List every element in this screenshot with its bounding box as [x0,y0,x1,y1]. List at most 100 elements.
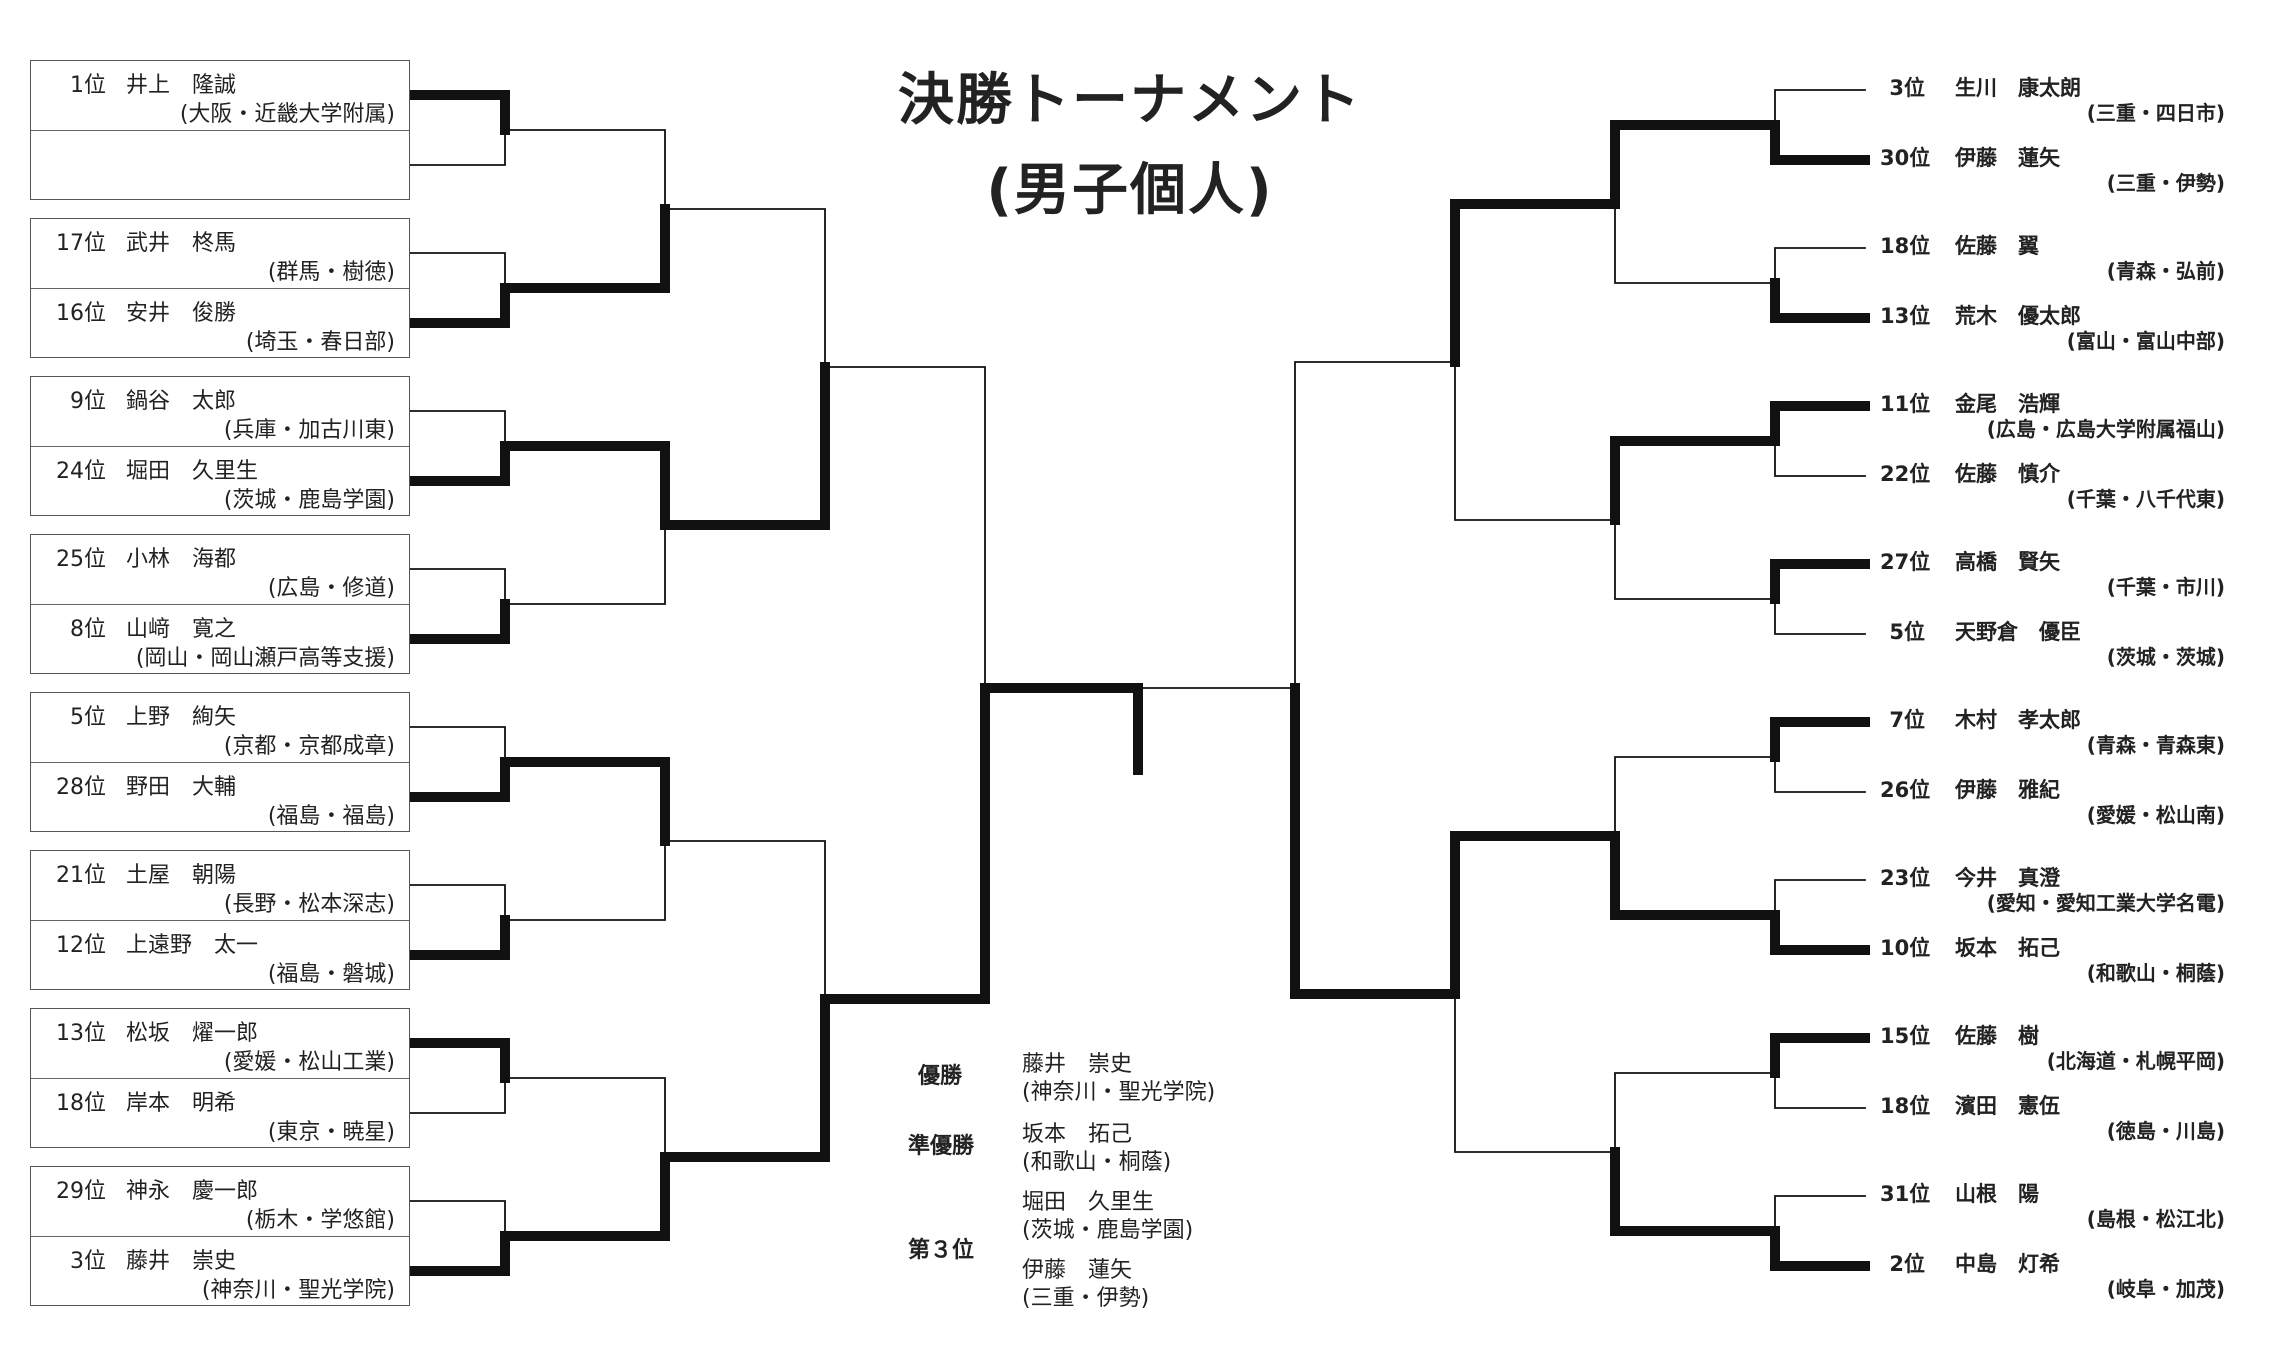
runner-up-name: 坂本 拓己 [1022,1122,1133,1147]
bracket-line [1774,440,1866,477]
left-entry-bottom: 3位藤井 崇史(神奈川・聖光学院) [31,1237,409,1307]
entry-school: (愛媛・松山南) [2086,803,2225,827]
left-entry-top: 21位土屋 朝陽 (長野・松本深志) [31,851,409,921]
entry-rank: 13位 [56,1021,106,1046]
entry-name-line: 25位小林 海都 [31,541,409,573]
left-entry-top: 25位小林 海都 (広島・修道) [31,535,409,605]
entry-player-name: 鍋谷 太郎 [126,389,237,414]
entry-player-name: 安井 俊勝 [126,301,237,326]
entry-rank: 5位 [70,705,106,730]
entry-school: (茨城・鹿島学園) [223,488,395,513]
entry-player-name: 土屋 朝陽 [126,863,237,888]
left-entry-top: 13位松坂 燿一郎(愛媛・松山工業) [31,1009,409,1079]
entry-player-name: 金尾 浩輝 [1955,392,2060,416]
bracket-line [1770,278,1870,323]
bracket-line [1450,199,1620,367]
bracket-line [1774,1072,1866,1109]
entry-player-name: 山﨑 寛之 [126,617,237,642]
entry-school: (群馬・樹徳) [267,260,395,285]
entry-name-line: 30位伊藤 蓮矢 [1880,142,2225,172]
bracket-line [1770,401,1870,446]
entry-school: (広島・修道) [267,576,395,601]
entry-name-line: 9位鍋谷 太郎 [31,383,409,415]
entry-name-line: 31位山根 陽 [1880,1178,2225,1208]
bracket-line [1770,559,1870,604]
bracket-line [405,441,510,486]
entry-player-name: 濱田 憲伍 [1955,1094,2060,1118]
bracket-line [409,568,506,605]
entry-school: (島根・松江北) [2086,1207,2225,1231]
entry-school: (兵庫・加古川東) [223,418,395,443]
bracket-line [409,252,506,289]
entry-rank: 3位 [70,1249,106,1274]
left-entry-top: 29位神永 慶一郎(栃木・学悠館) [31,1167,409,1237]
left-entry-bottom: 12位上遠野 太一 (福島・磐城) [31,921,409,991]
bracket-line [409,1200,506,1237]
entry-player-name: 高橋 賢矢 [1955,550,2060,574]
bracket-line [1290,683,1460,999]
bracket-line [1614,519,1776,600]
bracket-line [1774,247,1866,284]
entry-name-line: 13位松坂 燿一郎 [31,1015,409,1047]
entry-school: (東京・暁星) [267,1120,395,1145]
winner-label: 優勝 [918,1064,963,1089]
entry-name-line: 2位中島 灯希 [1880,1248,2225,1278]
entry-name-line: 8位山﨑 寛之 [31,611,409,643]
entry-school: (福島・磐城) [267,962,395,987]
bracket-line [980,683,1143,775]
bracket-line [1774,879,1866,916]
bracket-line [504,129,666,210]
entry-name-line: 3位生川 康太朗 [1880,72,2225,102]
entry-school: (青森・青森東) [2086,733,2225,757]
entry-rank: 25位 [56,547,106,572]
left-entry-top: 1位井上 隆誠(大阪・近畿大学附属) [31,61,409,131]
entry-name-line: 7位木村 孝太郎 [1880,704,2225,734]
entry-player-name: 上遠野 太一 [126,933,259,958]
entry-player-name: 藤井 崇史 [126,1249,237,1274]
bracket-line [405,915,510,960]
left-match-box: 9位鍋谷 太郎(兵庫・加古川東)24位堀田 久里生(茨城・鹿島学園) [30,376,410,516]
entry-name-line: 23位今井 真澄 [1880,862,2225,892]
entry-school: (広島・広島大学附属福山) [1986,417,2225,441]
bracket-line [409,884,506,921]
entry-rank: 31位 [1880,1182,1931,1206]
bracket-line [405,1038,510,1083]
entry-rank: 18位 [1880,234,1931,258]
entry-player-name: 荒木 優太郎 [1955,304,2081,328]
entry-school: (青森・弘前) [2106,259,2225,283]
bracket-line [1774,598,1866,635]
third-1-school: (茨城・鹿島学園) [1022,1218,1194,1243]
bracket-line [1454,361,1616,521]
entry-school: (長野・松本深志) [223,892,395,917]
entry-school: (茨城・茨城) [2106,645,2225,669]
entry-rank: 10位 [1880,936,1931,960]
bracket-line [1294,361,1456,689]
entry-rank: 13位 [1880,304,1931,328]
bracket-line [1614,203,1776,284]
entry-name-line: 18位佐藤 翼 [1880,230,2225,260]
entry-player-name: 中島 灯希 [1955,1252,2060,1276]
entry-player-name: 野田 大輔 [126,775,237,800]
entry-rank: 23位 [1880,866,1931,890]
bracket-line [1610,120,1780,209]
winner-name: 藤井 崇史 [1022,1052,1133,1077]
bracket-line [1774,756,1866,793]
entry-name-line: 27位高橋 賢矢 [1880,546,2225,576]
bracket-line [664,840,826,1000]
entry-school: (三重・伊勢) [2106,171,2225,195]
bracket-line [409,129,506,166]
bracket-line [504,524,666,605]
entry-name-line: 21位土屋 朝陽 [31,857,409,889]
entry-rank: 12位 [56,933,106,958]
entry-rank: 7位 [1889,708,1925,732]
entry-player-name: 上野 絢矢 [126,705,237,730]
entry-player-name: 佐藤 翼 [1955,234,2039,258]
bracket-line [1770,717,1870,762]
bracket-line [500,1152,670,1241]
bracket-line [1770,120,1870,165]
bracket-line [1614,756,1776,837]
entry-name-line: 15位佐藤 樹 [1880,1020,2225,1050]
entry-rank: 11位 [1880,392,1931,416]
entry-player-name: 小林 海都 [126,547,237,572]
